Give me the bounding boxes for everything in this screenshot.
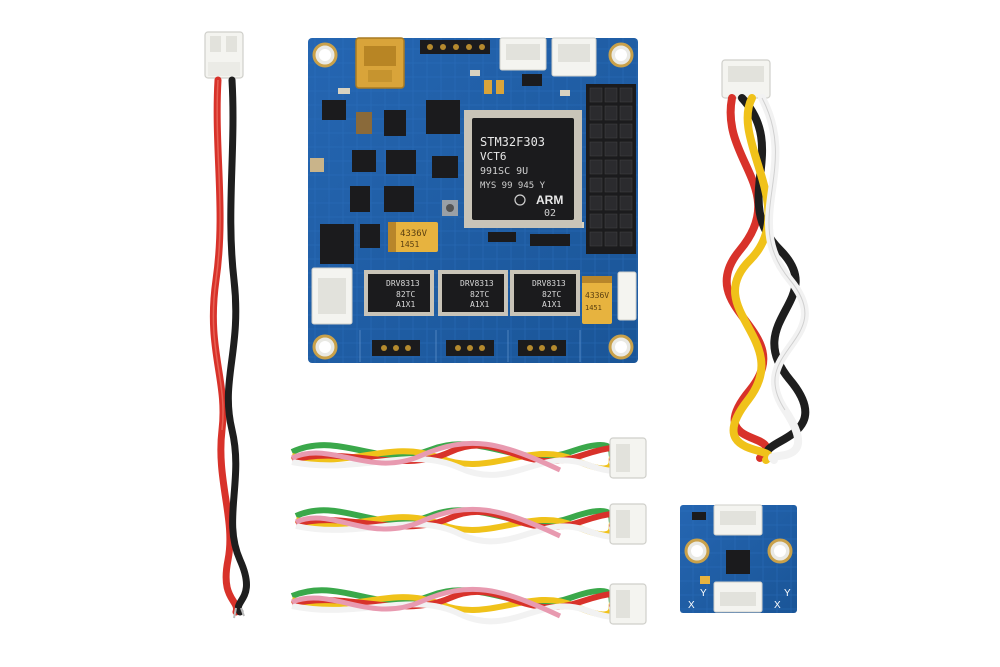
motor-headers — [372, 340, 566, 356]
smd-components — [310, 74, 570, 264]
tantalum-capacitor-1: 4336V 1451 — [388, 222, 438, 252]
mcu-suffix: 02 — [544, 208, 556, 219]
mcu-line-2: VCT6 — [480, 150, 507, 163]
svg-text:DRV8313: DRV8313 — [386, 279, 420, 288]
mcu-line-3: 991SC 9U — [480, 166, 528, 177]
top-pin-header — [420, 40, 490, 54]
six-pin-cable-2 — [294, 503, 647, 545]
usb-port — [355, 37, 405, 89]
svg-text:1451: 1451 — [400, 240, 419, 249]
svg-text:4336V: 4336V — [585, 291, 609, 300]
svg-text:82TC: 82TC — [542, 290, 561, 299]
mcu-brand: ARM — [536, 193, 563, 207]
motor-driver-1: DRV8313 82TC A1X1 — [364, 270, 434, 316]
motor-driver-3: DRV8313 82TC A1X1 — [510, 270, 580, 316]
six-pin-cable-3 — [290, 583, 647, 625]
imu-axis-x-left: X — [688, 600, 695, 611]
imu-sensor-board: X Y X Y — [680, 504, 797, 613]
imu-axis-y-left: Y — [700, 588, 707, 599]
svg-text:DRV8313: DRV8313 — [460, 279, 494, 288]
svg-text:82TC: 82TC — [470, 290, 489, 299]
mcu-chip: STM32F303 VCT6 991SC 9U MYS 99 945 Y ARM… — [464, 110, 582, 228]
imu-axis-x-right: X — [774, 600, 781, 611]
svg-text:82TC: 82TC — [396, 290, 415, 299]
svg-text:A1X1: A1X1 — [470, 300, 489, 309]
right-pin-header — [586, 84, 636, 254]
svg-text:A1X1: A1X1 — [396, 300, 415, 309]
power-cable — [204, 31, 250, 619]
imu-axis-y-right: Y — [784, 588, 791, 599]
mounting-holes — [312, 42, 634, 360]
main-controller-board: STM32F303 VCT6 991SC 9U MYS 99 945 Y ARM… — [308, 37, 638, 363]
mcu-line-1: STM32F303 — [480, 135, 545, 149]
svg-text:1451: 1451 — [585, 304, 602, 312]
right-connector — [617, 271, 637, 321]
svg-text:4336V: 4336V — [400, 229, 428, 239]
tantalum-capacitor-2: 4336V 1451 — [582, 276, 612, 324]
svg-text:DRV8313: DRV8313 — [532, 279, 566, 288]
six-pin-cable-1 — [290, 437, 647, 479]
svg-text:A1X1: A1X1 — [542, 300, 561, 309]
st-logo-icon — [514, 194, 526, 206]
imu-chip — [726, 550, 750, 574]
twisted-sensor-cable — [721, 59, 810, 464]
motor-driver-2: DRV8313 82TC A1X1 — [438, 270, 508, 316]
mcu-line-4: MYS 99 945 Y — [480, 181, 546, 191]
